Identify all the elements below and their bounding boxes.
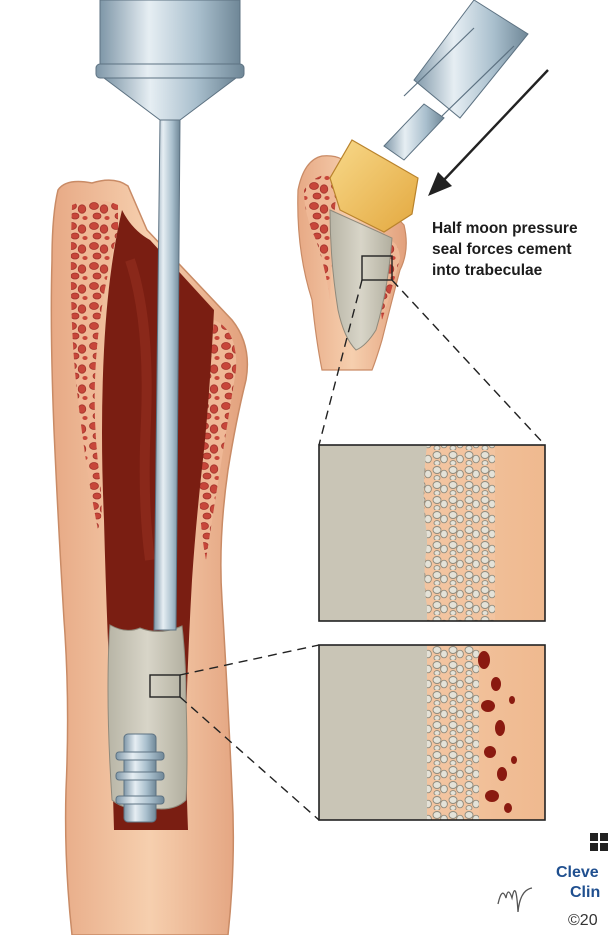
logo-line-1: Cleve <box>556 864 599 881</box>
femur-large <box>51 0 247 935</box>
callout-line-1: Half moon pressure <box>432 218 608 239</box>
artist-signature <box>492 868 542 923</box>
callout-line-2: seal forces cement <box>432 239 608 260</box>
callout-line-3: into trabeculae <box>432 260 608 281</box>
copyright-text: ©20 <box>568 912 598 930</box>
detail-panel-after <box>319 645 545 820</box>
femur-small <box>298 0 528 370</box>
signature-icon <box>492 868 542 918</box>
detail-panel-before <box>319 445 545 621</box>
logo-line-2: Clin <box>556 883 608 903</box>
pressure-seal-icon <box>330 0 528 232</box>
logo-text: Cleve Clin <box>556 863 608 903</box>
pressure-seal-callout: Half moon pressure seal forces cement in… <box>432 218 608 281</box>
logo-mark-icon <box>590 833 608 855</box>
